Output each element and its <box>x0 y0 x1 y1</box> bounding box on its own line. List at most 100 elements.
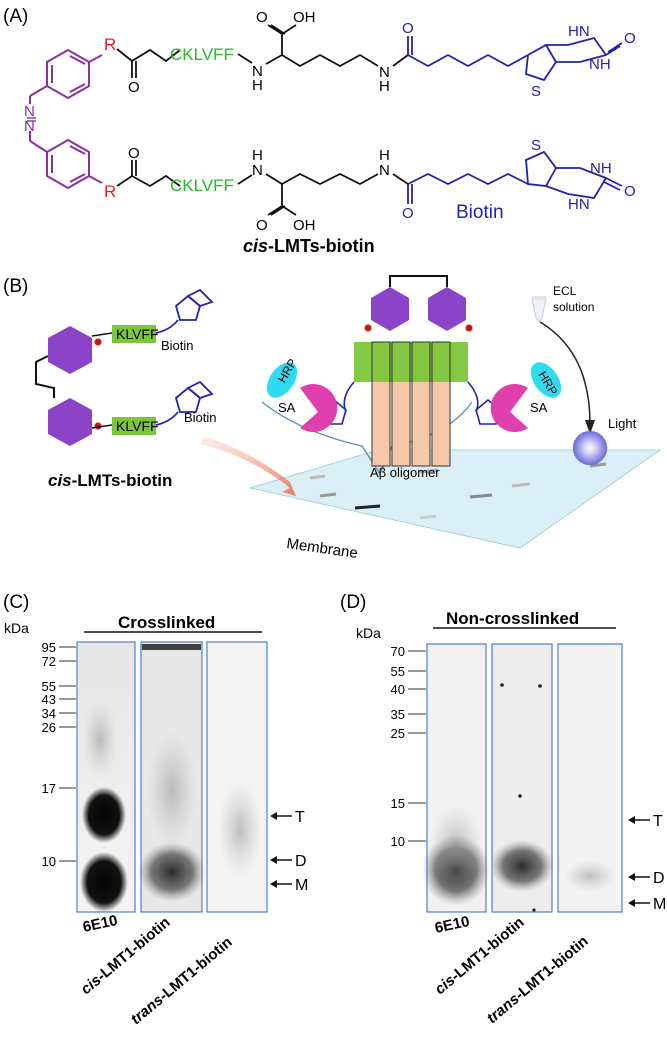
biotin-nh-bottom: NH <box>590 160 612 177</box>
ecl-line1: ECL <box>553 284 577 298</box>
linker-chains <box>116 48 181 188</box>
azo-n-bottom: N <box>24 118 35 135</box>
membrane-label: Membrane <box>285 535 358 562</box>
lysine-top <box>237 24 409 68</box>
c-marker-34: 34 <box>42 706 56 721</box>
d-lane-label-6e10: 6E10 <box>433 913 471 937</box>
amide-h-top: H <box>252 77 263 94</box>
biotin-nh-top: NH <box>589 56 611 73</box>
c-marker-55: 55 <box>42 679 56 694</box>
biotin-bottom <box>407 150 623 204</box>
c-arrows: T DM <box>270 809 308 894</box>
c-marker-10: 10 <box>42 854 56 869</box>
d-arrow-label-M: M <box>653 896 666 913</box>
d-marker-55: 55 <box>391 664 405 679</box>
c-title: Crosslinked <box>118 613 215 632</box>
compound-name-a: cis-LMTs-biotin <box>243 236 375 256</box>
carboxyl-o-bottom: O <box>256 217 268 234</box>
light-burst <box>572 430 608 466</box>
c-smear-trans <box>218 780 262 880</box>
peptide-top: CKLVFF <box>170 45 234 64</box>
compound-name-b: cis-LMTs-biotin <box>48 471 172 490</box>
c-marker-17: 17 <box>42 781 56 796</box>
c-band-6e10-t <box>82 787 126 843</box>
biotin-s-bottom: S <box>531 137 541 154</box>
ecl-line2: solution <box>553 300 594 314</box>
ecl-arrow <box>539 321 591 425</box>
c-smear-6e10 <box>82 700 118 780</box>
azobenzene-core <box>29 48 103 190</box>
carboxyl-oh-bottom: OH <box>293 217 316 234</box>
c-marker-43: 43 <box>42 692 56 707</box>
d-smear-6e10 <box>430 805 482 885</box>
c-arrow-label-D: D <box>295 853 307 870</box>
ecl-tube <box>531 296 547 323</box>
d-arrow-head-D <box>628 873 635 881</box>
d-title: Non-crosslinked <box>446 609 579 628</box>
d-kda-unit: kDa <box>356 625 381 641</box>
d-marker-10: 10 <box>391 834 405 849</box>
amide-n-bottom: N <box>252 162 263 179</box>
panel-b-label: (B) <box>3 276 28 297</box>
sa-right: SA <box>530 400 548 415</box>
d-marker-25: 25 <box>391 726 405 741</box>
b-molecule <box>35 288 214 446</box>
d-marker-15: 15 <box>391 796 405 811</box>
sa-left: SA <box>278 400 296 415</box>
transfer-arrow <box>200 436 296 496</box>
c-smear-cis <box>146 730 198 850</box>
panel-d-label: (D) <box>340 592 366 613</box>
amide-h-bottom: H <box>252 147 263 164</box>
d-arrow-head-T <box>628 816 635 824</box>
d-arrow-head-M <box>628 899 635 907</box>
lys-h-bottom: H <box>379 147 390 164</box>
peptide-bottom: CKLVFF <box>170 176 234 195</box>
oligomer-label: Aβ oligomer <box>370 465 440 480</box>
d-band-cis-dm <box>490 840 554 892</box>
c-marker-95: 95 <box>42 640 56 655</box>
carbonyl-o-top: O <box>128 79 140 96</box>
biotin-label: Biotin <box>456 202 504 223</box>
biotin-top <box>407 36 623 82</box>
lys-n-top: N <box>379 64 390 81</box>
d-marker-70: 70 <box>391 644 405 659</box>
d-arrows: T DM <box>628 813 666 913</box>
carbonyl-o-bottom: O <box>128 145 140 162</box>
azo-n-top: N <box>24 103 35 120</box>
d-band-trans-m <box>564 860 616 892</box>
panel-a-label: (A) <box>3 6 28 27</box>
biotin-hn-top: HN <box>568 23 590 40</box>
biotin-o-bottom: O <box>624 183 636 200</box>
light-label: Light <box>608 416 637 431</box>
oligomer-complex <box>261 275 562 476</box>
r-group-bottom: R <box>104 182 116 201</box>
carboxyl-oh-top: OH <box>293 9 316 26</box>
c-band-6e10-dm <box>80 852 128 912</box>
c-arrow-head-T <box>270 812 277 820</box>
panel-b: (B) Membrane <box>3 275 662 562</box>
biotin-s-top: S <box>531 83 541 100</box>
carboxyl-o-top: O <box>256 9 268 26</box>
b-biotin-bottom: Biotin <box>184 410 217 425</box>
b-biotin-top: Biotin <box>161 338 194 353</box>
c-band-cis-top <box>142 644 201 650</box>
c-arrow-label-T: T <box>295 809 305 826</box>
d-marker-40: 40 <box>391 682 405 697</box>
biotin-hn-bottom: HN <box>568 196 590 213</box>
membrane-dots <box>309 462 607 520</box>
b-peptide-bottom: KLVFF <box>116 418 159 434</box>
c-arrow-head-D <box>270 856 277 864</box>
membrane-sheet <box>248 449 662 549</box>
d-arrow-label-T: T <box>653 813 663 830</box>
c-kda-unit: kDa <box>4 620 29 636</box>
d-arrow-label-D: D <box>653 870 665 887</box>
c-arrow-head-M <box>270 880 277 888</box>
biotin-carbonyl-bottom: O <box>402 205 414 222</box>
lys-h-top: H <box>379 78 390 95</box>
lysine-bottom <box>237 172 409 216</box>
c-arrow-label-M: M <box>295 877 308 894</box>
